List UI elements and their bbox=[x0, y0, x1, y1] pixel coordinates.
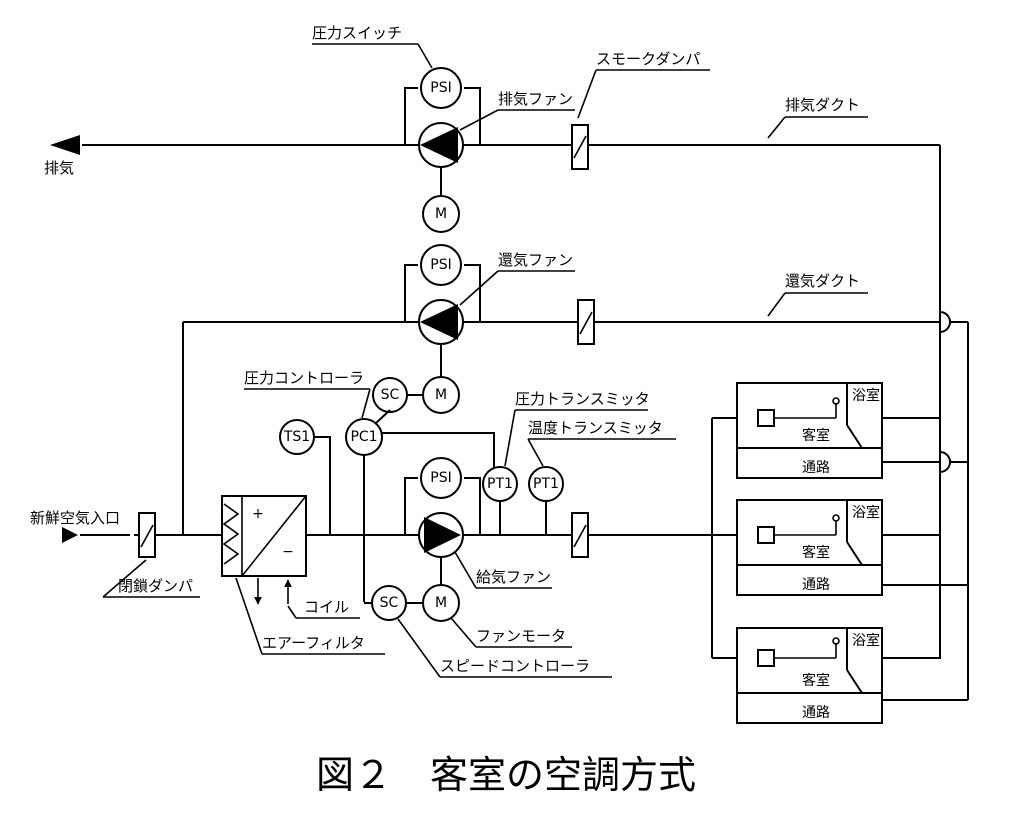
exhaust-duct-label: 排気ダクト bbox=[785, 96, 860, 114]
figure-caption: 図２ 客室の空調方式 bbox=[316, 753, 696, 797]
room-1: 客室 浴室 通路 bbox=[736, 382, 968, 479]
filter-icon bbox=[222, 503, 240, 565]
room-3-bathroom: 浴室 bbox=[852, 632, 880, 649]
coil-plus: + bbox=[252, 506, 264, 522]
room-3: 客室 浴室 通路 bbox=[736, 453, 968, 724]
smoke-damper-label: スモークダンパ bbox=[596, 50, 700, 68]
pressure-controller-label: 圧力コントローラ bbox=[244, 369, 364, 387]
room-2-guest-room: 客室 bbox=[802, 544, 830, 561]
room-3-guest-room: 客室 bbox=[802, 672, 830, 689]
return-motor-label: M bbox=[435, 387, 447, 403]
pc1-label: PC1 bbox=[350, 429, 377, 445]
return-duct-label: 還気ダクト bbox=[785, 272, 860, 290]
return-fan-label: 還気ファン bbox=[498, 251, 573, 269]
return-psi-symbol bbox=[420, 244, 462, 286]
exhaust-arrow-icon bbox=[50, 135, 80, 155]
supply-sc-label: SC bbox=[380, 595, 399, 611]
room-2-diffuser-icon bbox=[757, 526, 775, 544]
pressure-transmitter-label: 圧力トランスミッタ bbox=[515, 390, 650, 408]
room-1-guest-room: 客室 bbox=[802, 427, 830, 444]
room-1-bathroom: 浴室 bbox=[852, 387, 880, 404]
exhaust-fan-label: 排気ファン bbox=[498, 90, 573, 108]
temperature-transmitter-sym-label: PT1 bbox=[533, 476, 559, 492]
fresh-air-inlet-label: 新鮮空気入口 bbox=[30, 509, 120, 527]
exhaust-psi-symbol bbox=[420, 67, 462, 109]
exhaust-psi-label: PSI bbox=[430, 80, 451, 96]
return-section: PSI M SC 還気ファン 還気ダクト bbox=[182, 244, 969, 700]
fan-motor-label: ファンモータ bbox=[476, 627, 566, 645]
return-psi-label: PSI bbox=[430, 257, 451, 273]
return-sc-label: SC bbox=[381, 387, 400, 403]
exhaust-label: 排気 bbox=[44, 159, 74, 177]
pressure-transmitter-sym-label: PT1 bbox=[487, 476, 513, 492]
speed-controller-label: スピードコントローラ bbox=[440, 657, 590, 675]
supply-psi-symbol bbox=[420, 457, 462, 499]
exhaust-motor-label: M bbox=[435, 206, 447, 222]
room-3-corridor: 通路 bbox=[802, 705, 830, 721]
supply-section: + − TS1 PC1 PSI M SC PT1 PT1 bbox=[30, 369, 758, 678]
supply-motor-label: M bbox=[435, 595, 447, 611]
return-sc-symbol bbox=[372, 377, 408, 413]
room-2: 客室 浴室 通路 bbox=[736, 499, 968, 596]
shutoff-damper-label: 閉鎖ダンパ bbox=[118, 577, 193, 595]
room-2-bathroom: 浴室 bbox=[852, 504, 880, 521]
room-2-corridor: 通路 bbox=[802, 577, 830, 593]
air-filter-label: エアーフィルタ bbox=[262, 634, 365, 652]
supply-fan-label: 給気ファン bbox=[476, 568, 551, 586]
exhaust-motor-symbol bbox=[422, 195, 460, 233]
room-1-diffuser-icon bbox=[757, 409, 775, 427]
coil-minus: − bbox=[282, 544, 294, 560]
supply-psi-label: PSI bbox=[430, 470, 451, 486]
pressure-switch-label: 圧力スイッチ bbox=[312, 24, 402, 42]
room-1-corridor: 通路 bbox=[802, 460, 830, 476]
coil-label: コイル bbox=[304, 598, 349, 616]
temperature-transmitter-label: 温度トランスミッタ bbox=[528, 419, 663, 437]
exhaust-section: PSI M 排気 圧力スイッチ 排気ファン スモークダンパ 排気ダクト bbox=[44, 24, 941, 453]
room-3-diffuser-icon bbox=[757, 649, 775, 667]
ts1-label: TS1 bbox=[283, 429, 310, 445]
fresh-air-arrow-icon bbox=[62, 527, 78, 543]
